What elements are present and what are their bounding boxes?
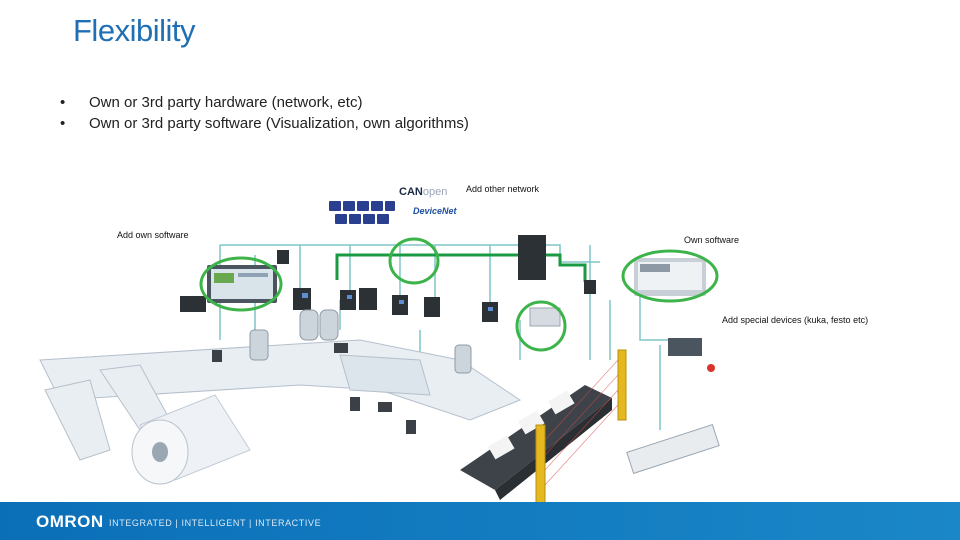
omron-logo: OMRON	[36, 512, 104, 531]
profibus-logo	[329, 201, 395, 224]
pc-visualization	[634, 258, 706, 296]
special-device-2	[668, 338, 702, 356]
terminal-block	[626, 424, 720, 474]
label-add-own-software: Add own software	[117, 230, 189, 240]
label-add-other-network: Add other network	[466, 184, 540, 194]
label-own-software: Own software	[684, 235, 740, 245]
footer-bar: OMRON INTEGRATED | INTELLIGENT | INTERAC…	[0, 502, 960, 540]
bullet-list: • Own or 3rd party hardware (network, etc…	[60, 92, 469, 134]
devicenet-logo: DeviceNet	[413, 206, 457, 216]
highlight-device	[515, 300, 567, 352]
bullet-text: Own or 3rd party hardware (network, etc)	[89, 94, 363, 111]
network-bus	[335, 253, 587, 282]
paper-roll	[131, 394, 251, 485]
hmi-screen	[207, 265, 277, 303]
drives	[180, 235, 596, 322]
label-add-special-devices: Add special devices (kuka, festo etc)	[722, 315, 869, 325]
bullet-text: Own or 3rd party software (Visualization…	[89, 115, 469, 132]
footer-tagline: INTEGRATED | INTELLIGENT | INTERACTIVE	[109, 518, 322, 528]
can-text: CAN	[399, 186, 423, 198]
highlight-circles	[199, 237, 719, 352]
can-suffix: open	[422, 186, 448, 198]
highlight-hmi	[199, 256, 283, 312]
special-device	[529, 307, 561, 327]
bullet-marker: •	[60, 115, 66, 132]
highlight-pc	[621, 249, 719, 303]
bullet-item: • Own or 3rd party software (Visualizatio…	[60, 113, 469, 134]
pipe-line	[39, 339, 522, 461]
bullet-marker: •	[60, 94, 66, 111]
highlight-network	[388, 237, 440, 285]
canopen-logo: CANopen	[399, 186, 447, 198]
bullet-item: • Own or 3rd party hardware (network, etc…	[60, 92, 469, 113]
emergency-stop	[707, 364, 715, 372]
slide-title: Flexibility	[73, 13, 195, 48]
